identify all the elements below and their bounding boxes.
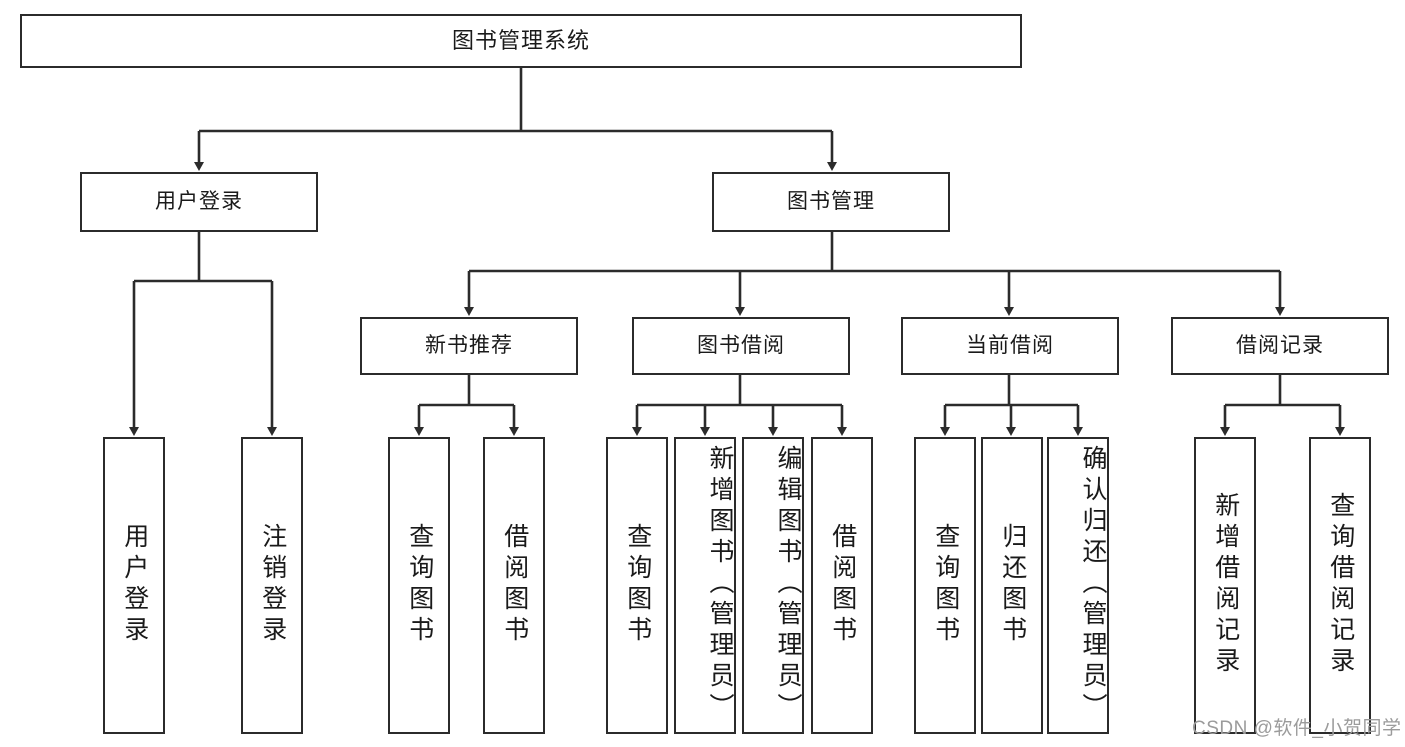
node-label: 用户登录 bbox=[155, 189, 243, 213]
node-label: 确认归还（管理员） bbox=[1079, 445, 1107, 724]
node-book-borrow[interactable]: 图书借阅 bbox=[632, 317, 850, 375]
leaf-newbook-query-books[interactable]: 查询图书 bbox=[388, 437, 450, 734]
node-label: 图书管理系统 bbox=[451, 28, 590, 54]
node-label: 图书借阅 bbox=[697, 333, 785, 357]
node-label: 编辑图书（管理员） bbox=[774, 445, 802, 724]
node-borrow-records[interactable]: 借阅记录 bbox=[1171, 317, 1389, 375]
node-label: 新书推荐 bbox=[425, 333, 513, 357]
node-user-login[interactable]: 用户登录 bbox=[80, 172, 318, 232]
node-root-system[interactable]: 图书管理系统 bbox=[20, 14, 1022, 68]
leaf-borrow-query-books[interactable]: 查询图书 bbox=[606, 437, 668, 734]
leaf-records-query-record[interactable]: 查询借阅记录 bbox=[1309, 437, 1371, 734]
leaf-borrow-edit-book-admin[interactable]: 编辑图书（管理员） bbox=[742, 437, 804, 734]
node-book-management[interactable]: 图书管理 bbox=[712, 172, 950, 232]
node-label: 用户登录 bbox=[120, 522, 149, 647]
node-label: 新增借阅记录 bbox=[1211, 491, 1240, 678]
node-current-borrow[interactable]: 当前借阅 bbox=[901, 317, 1119, 375]
node-label: 新增图书（管理员） bbox=[706, 445, 734, 724]
node-label: 查询图书 bbox=[405, 522, 434, 647]
leaf-current-return-books[interactable]: 归还图书 bbox=[981, 437, 1043, 734]
leaf-records-add-record[interactable]: 新增借阅记录 bbox=[1194, 437, 1256, 734]
node-label: 归还图书 bbox=[998, 522, 1027, 647]
csdn-watermark: CSDN @软件_小贺同学 bbox=[1192, 718, 1402, 739]
node-label: 图书管理 bbox=[787, 189, 875, 213]
leaf-current-query-books[interactable]: 查询图书 bbox=[914, 437, 976, 734]
leaf-current-confirm-return-admin[interactable]: 确认归还（管理员） bbox=[1047, 437, 1109, 734]
node-label: 查询图书 bbox=[623, 522, 652, 647]
leaf-user-logout[interactable]: 注销登录 bbox=[241, 437, 303, 734]
leaf-user-login[interactable]: 用户登录 bbox=[103, 437, 165, 734]
leaf-newbook-borrow-books[interactable]: 借阅图书 bbox=[483, 437, 545, 734]
node-label: 查询图书 bbox=[931, 522, 960, 647]
node-label: 借阅图书 bbox=[828, 522, 857, 647]
node-label: 借阅图书 bbox=[500, 522, 529, 647]
node-new-book-recommend[interactable]: 新书推荐 bbox=[360, 317, 578, 375]
node-label: 借阅记录 bbox=[1236, 333, 1324, 357]
node-label: 查询借阅记录 bbox=[1326, 491, 1355, 678]
node-label: 当前借阅 bbox=[966, 333, 1054, 357]
leaf-borrow-borrow-books[interactable]: 借阅图书 bbox=[811, 437, 873, 734]
leaf-borrow-add-book-admin[interactable]: 新增图书（管理员） bbox=[674, 437, 736, 734]
node-label: 注销登录 bbox=[258, 522, 287, 647]
